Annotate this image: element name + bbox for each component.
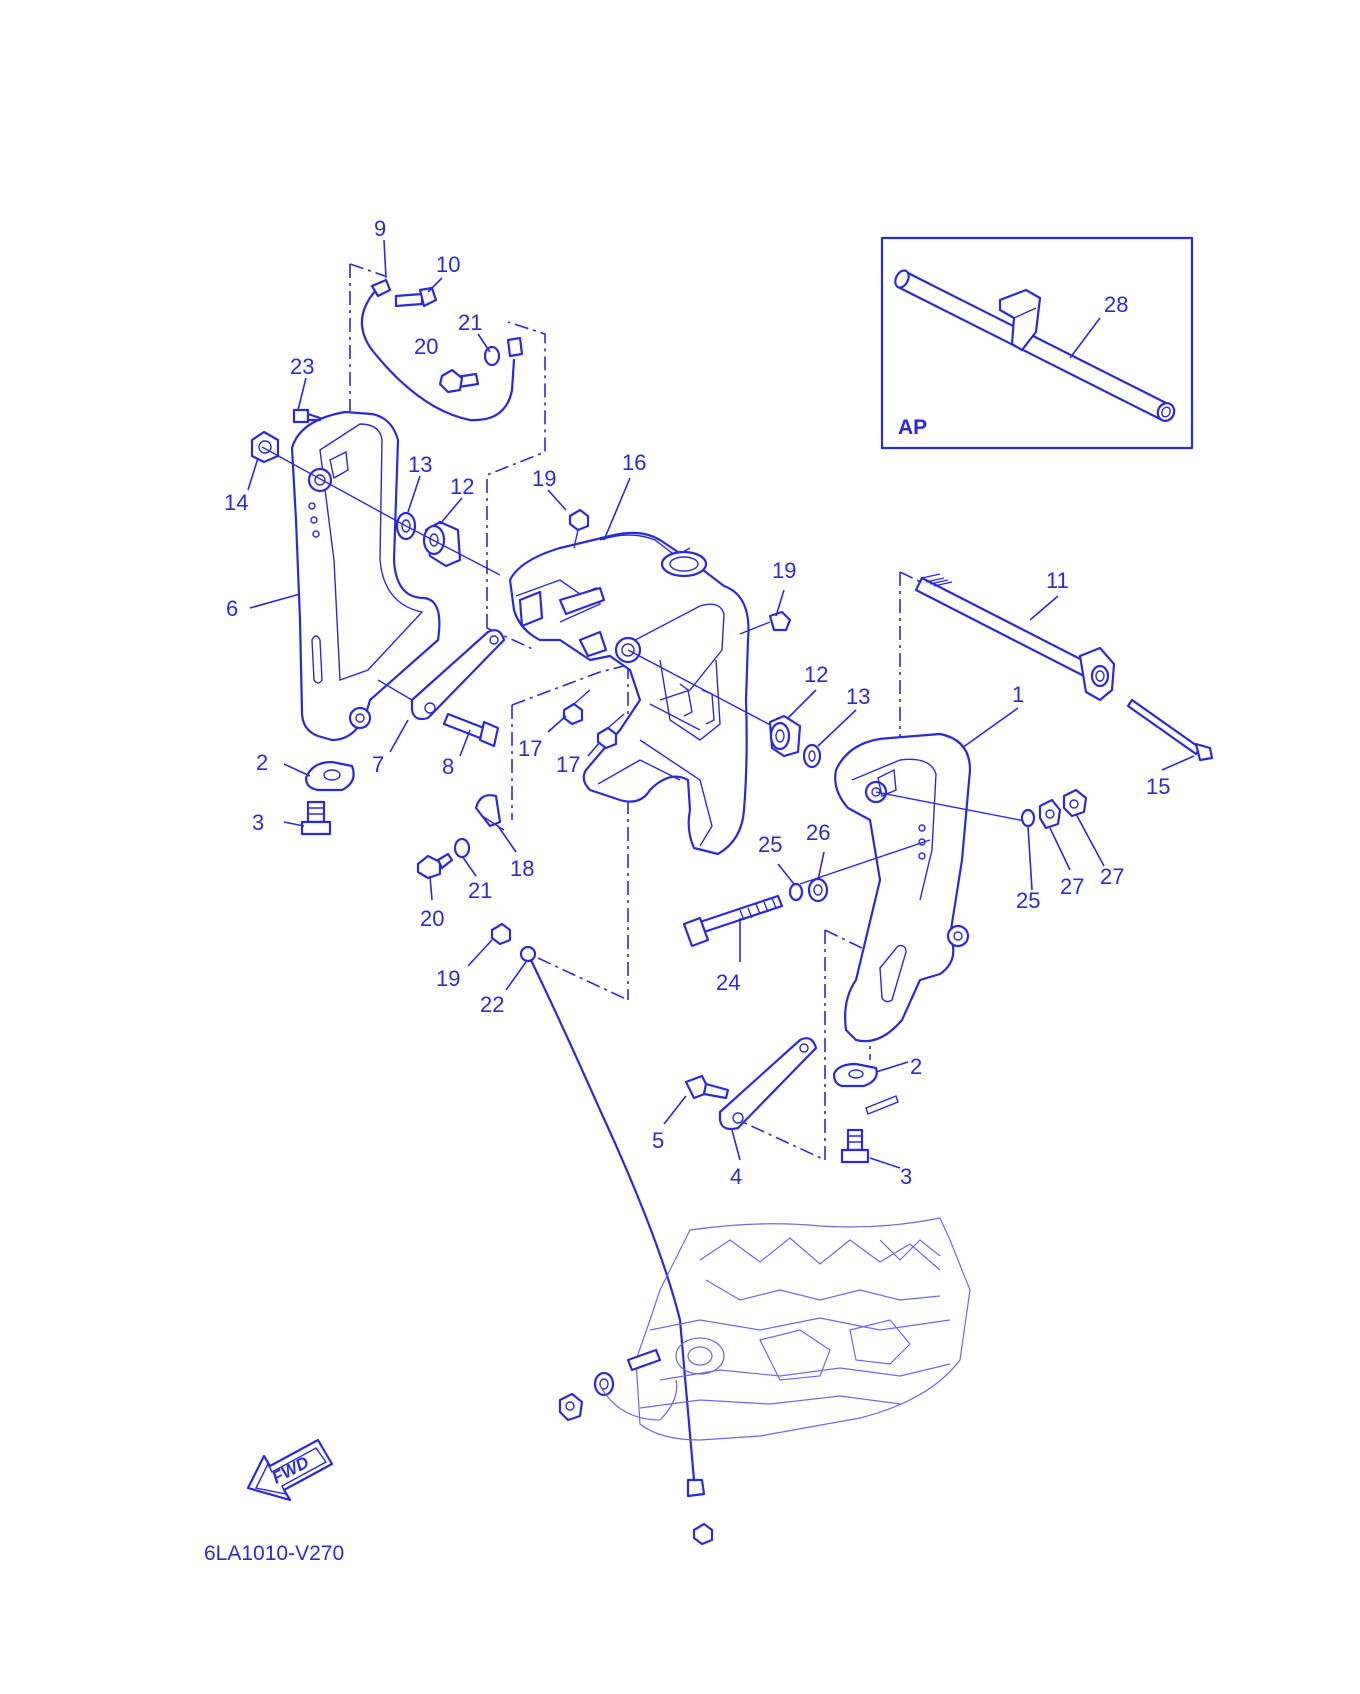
callout-27b: 27: [1100, 864, 1124, 889]
part-16-swivel-bracket: [508, 531, 750, 856]
leader-28: [1069, 317, 1101, 359]
callout-24: 24: [716, 970, 740, 995]
callout-21: 21: [458, 310, 482, 335]
part-20-screw-lower: [416, 852, 454, 880]
part-2-plate-right: [832, 1062, 899, 1115]
callouts: 9 10 21 20 23 14 13 12 19 16 6 19 11 12 …: [224, 216, 1170, 1189]
callout-6: 6: [226, 596, 238, 621]
callout-10: 10: [436, 252, 460, 277]
callout-15: 15: [1146, 774, 1170, 799]
callout-9: 9: [374, 216, 386, 241]
part-10-screw: [394, 286, 438, 308]
part-17-fitting-b: [596, 713, 625, 750]
part-17-fitting-a: [562, 689, 591, 726]
callout-13: 13: [408, 452, 432, 477]
fwd-arrow-icon: FWD: [246, 1438, 334, 1502]
upper-ground-cable: [360, 278, 524, 422]
inset-box: AP: [880, 236, 1194, 450]
part-18-clip: [474, 794, 505, 831]
callout-18: 18: [510, 856, 534, 881]
callout-20: 20: [414, 334, 438, 359]
part-28-shaft: [894, 269, 1176, 422]
callout-20b: 20: [420, 906, 444, 931]
callout-23: 23: [290, 354, 314, 379]
part-19-nipple-lower: [490, 922, 512, 946]
part-12-bushing-right: [768, 714, 802, 758]
part-11-tilt-tube: [914, 573, 1116, 702]
part-21-washer-upper: [483, 345, 501, 367]
leader-lines: [247, 239, 1195, 1169]
callout-11: 11: [1046, 568, 1069, 593]
callout-3b: 3: [900, 1164, 912, 1189]
callout-2: 2: [256, 750, 268, 775]
part-3-bolt-left: [300, 800, 332, 836]
callout-25: 25: [758, 832, 782, 857]
part-4-strap: [718, 1037, 818, 1131]
callout-7: 7: [372, 752, 384, 777]
part-19-nipple-top: [568, 508, 590, 549]
part-5-bolt: [684, 1074, 730, 1100]
part-13-washer-right: [802, 743, 822, 769]
callout-1: 1: [1012, 682, 1024, 707]
callout-27: 27: [1060, 874, 1084, 899]
engine-housing: [635, 1217, 971, 1441]
part-20-screw-upper: [438, 368, 480, 394]
engine-small-parts: [558, 1348, 714, 1546]
part-6-clamp-bracket-left: [290, 410, 441, 742]
part-8-bolt: [442, 712, 500, 748]
part-21-washer-lower: [453, 837, 471, 859]
callout-26: 26: [806, 820, 830, 845]
part-1-clamp-bracket-right: [834, 732, 972, 1043]
callout-3: 3: [252, 810, 264, 835]
callout-14: 14: [224, 490, 248, 515]
part-2-plate-left: [304, 760, 355, 792]
callout-17: 17: [518, 736, 542, 761]
callout-19b: 19: [772, 558, 796, 583]
callout-19c: 19: [436, 966, 460, 991]
callout-4: 4: [730, 1164, 742, 1189]
part-27-washer: [1038, 798, 1062, 830]
part-27-nut: [1062, 788, 1088, 818]
part-19-nipple-right: [739, 610, 792, 635]
callout-19: 19: [532, 466, 556, 491]
part-7-strap-left: [377, 629, 506, 721]
part-25-washer-a: [788, 882, 804, 902]
inset-label: AP: [898, 416, 927, 439]
part-26-washer: [807, 877, 829, 903]
inset-frame: [880, 236, 1194, 450]
callout-12b: 12: [804, 662, 828, 687]
callout-25b: 25: [1016, 888, 1040, 913]
callout-22: 22: [480, 992, 504, 1017]
part-25-washer-b: [1020, 808, 1036, 828]
part-14-nut: [250, 430, 280, 464]
part-24-bolt: [682, 894, 784, 948]
callout-13b: 13: [846, 684, 870, 709]
callout-17b: 17: [556, 752, 580, 777]
part-23-bolt: [292, 408, 322, 424]
callout-5: 5: [652, 1128, 664, 1153]
callout-21b: 21: [468, 878, 492, 903]
callout-28: 28: [1104, 292, 1128, 317]
lower-ground-cable: [519, 945, 706, 1498]
callout-16: 16: [622, 450, 646, 475]
callout-8: 8: [442, 754, 454, 779]
part-15-rod: [1126, 698, 1214, 762]
callout-12: 12: [450, 474, 474, 499]
part-3-bolt-right: [840, 1128, 870, 1164]
drawing-code: 6LA1010-V270: [204, 1542, 344, 1565]
callout-2b: 2: [910, 1054, 922, 1079]
